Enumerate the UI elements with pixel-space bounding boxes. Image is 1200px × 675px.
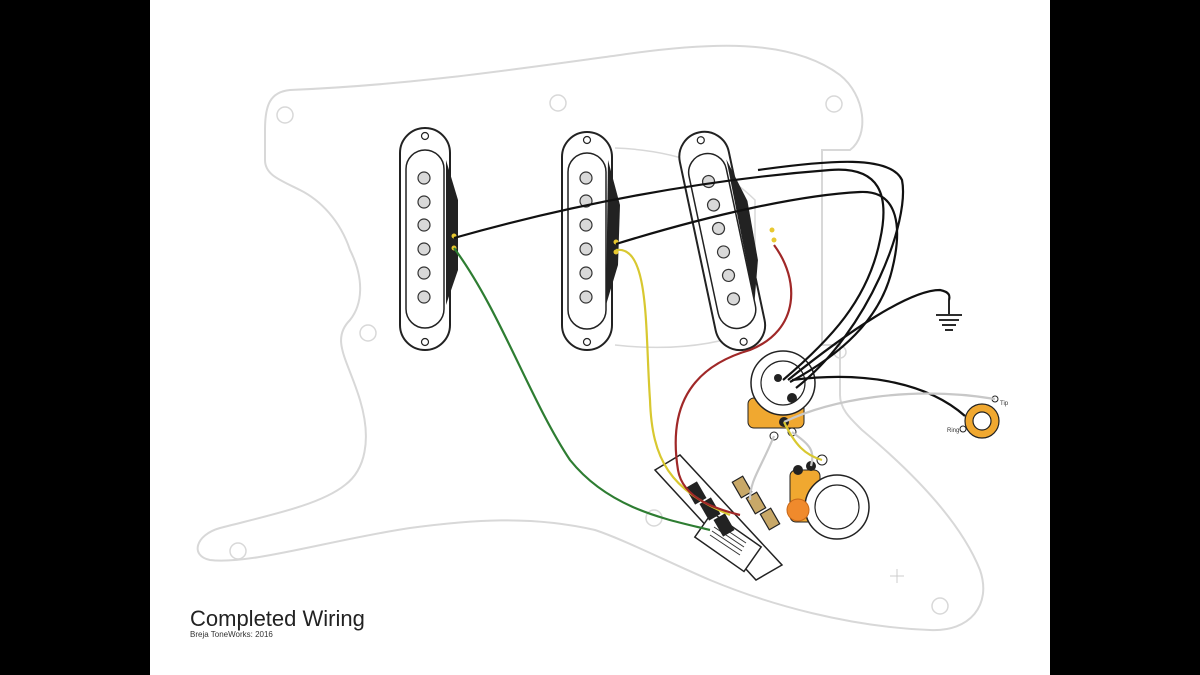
pole-pieces — [579, 171, 593, 304]
yellow-wire-middle — [615, 248, 731, 517]
white-wire-switch-volume — [748, 435, 776, 501]
red-wire-bridge — [674, 244, 793, 517]
screw-hole — [931, 597, 949, 615]
tone-pot — [789, 454, 870, 540]
pole-pieces — [417, 171, 431, 304]
output-jack: Tip Ring — [947, 395, 1009, 439]
black-wire-bridge-hot — [757, 160, 905, 389]
jack-ring-label: Ring — [947, 428, 959, 434]
white-wire-tone — [791, 431, 814, 467]
screw-hole — [229, 542, 247, 560]
middle-pickup — [561, 131, 620, 351]
screw-hole — [359, 324, 377, 342]
white-wire-tip — [783, 392, 996, 423]
black-wire-neck-hot — [453, 168, 885, 381]
screw-holes — [229, 94, 949, 615]
black-wire-middle-hot — [615, 190, 899, 383]
cavity-outline — [614, 147, 756, 349]
screw-hole — [825, 95, 843, 113]
diagram-credit: Breja ToneWorks: 2016 — [190, 630, 273, 639]
green-wire-neck — [453, 247, 711, 532]
wires — [453, 160, 996, 532]
5-way-switch — [653, 454, 784, 581]
crosshair-mark — [890, 569, 904, 583]
diagram-canvas: Tip Ring Completed Wiring Breja ToneWork… — [150, 0, 1050, 675]
screw-hole — [276, 106, 294, 124]
yellow-wire-tone — [783, 421, 823, 462]
pole-pieces — [701, 174, 741, 306]
screw-hole — [549, 94, 567, 112]
jack-tip-label: Tip — [1000, 401, 1009, 407]
ground-symbol — [936, 300, 962, 331]
wiring-diagram: Tip Ring — [196, 44, 1009, 632]
black-wire-ground — [787, 288, 951, 381]
volume-pot — [747, 350, 816, 441]
neck-pickup — [399, 127, 458, 351]
black-wire-jack — [791, 375, 966, 417]
tone-capacitor — [786, 498, 810, 522]
bridge-pickup — [678, 130, 767, 352]
pickguard-outline — [196, 44, 985, 632]
diagram-title: Completed Wiring — [190, 606, 365, 631]
bridge-terminal — [769, 227, 775, 233]
bridge-terminal — [771, 237, 777, 243]
